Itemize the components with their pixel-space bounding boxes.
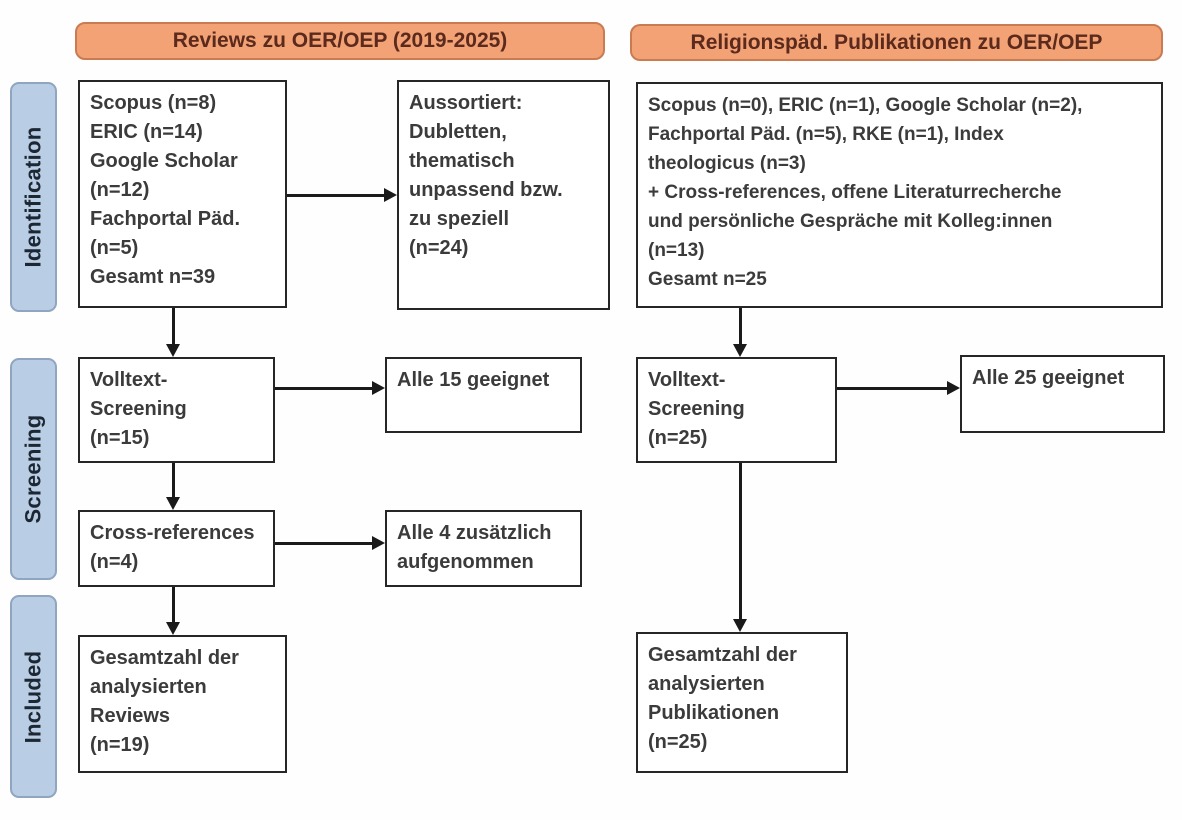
arrow-pub-sources-to-screening-line [738, 308, 742, 345]
arrow-sources-to-screening-head [166, 344, 180, 357]
publications-fulltext-screening-box: Volltext- Screening (n=25) [636, 357, 837, 463]
reviews-cross-references-box: Cross-references (n=4) [78, 510, 275, 587]
publications-included-total-box: Gesamtzahl der analysierten Publikatione… [636, 632, 848, 773]
arrow-crossref-to-included-head [166, 622, 180, 635]
arrow-pub-screening-to-included-line [738, 463, 742, 620]
arrow-pub-screening-to-included-head [733, 619, 747, 632]
arrow-screening-to-crossref-line [171, 463, 175, 498]
arrow-sources-to-screening-line [171, 308, 175, 345]
stage-label-identification-text: Identification [20, 126, 46, 268]
reviews-included-total-box: Gesamtzahl der analysierten Reviews (n=1… [78, 635, 287, 773]
column-header-religionspaed: Religionspäd. Publikationen zu OER/OEP [630, 24, 1163, 61]
column-header-religionspaed-label: Religionspäd. Publikationen zu OER/OEP [690, 30, 1103, 54]
arrow-crossref-to-included-line [171, 587, 175, 623]
stage-label-screening: Screening [10, 358, 57, 580]
reviews-fulltext-result-box: Alle 15 geeignet [385, 357, 582, 433]
stage-label-identification: Identification [10, 82, 57, 312]
reviews-sources-box: Scopus (n=8) ERIC (n=14) Google Scholar … [78, 80, 287, 308]
arrow-crossref-to-result-head [372, 536, 385, 550]
arrow-screening-to-crossref-head [166, 497, 180, 510]
reviews-excluded-box: Aussortiert: Dubletten, thematisch unpas… [397, 80, 610, 310]
publications-sources-box: Scopus (n=0), ERIC (n=1), Google Scholar… [636, 82, 1163, 308]
arrow-sources-to-excluded-head [384, 188, 397, 202]
arrow-sources-to-excluded-line [287, 193, 385, 197]
arrow-screening-to-result-line [275, 386, 373, 390]
stage-label-screening-text: Screening [20, 414, 46, 524]
arrow-crossref-to-result-line [275, 541, 373, 545]
column-header-reviews: Reviews zu OER/OEP (2019-2025) [75, 22, 605, 60]
reviews-fulltext-screening-box: Volltext- Screening (n=15) [78, 357, 275, 463]
arrow-screening-to-result-head [372, 381, 385, 395]
stage-label-included-text: Included [20, 650, 46, 743]
reviews-cross-references-result-box: Alle 4 zusätzlich aufgenommen [385, 510, 582, 587]
arrow-pub-sources-to-screening-head [733, 344, 747, 357]
arrow-pub-screening-to-result-head [947, 381, 960, 395]
arrow-pub-screening-to-result-line [837, 386, 948, 390]
stage-label-included: Included [10, 595, 57, 798]
publications-fulltext-result-box: Alle 25 geeignet [960, 355, 1165, 433]
column-header-reviews-label: Reviews zu OER/OEP (2019-2025) [172, 29, 508, 52]
